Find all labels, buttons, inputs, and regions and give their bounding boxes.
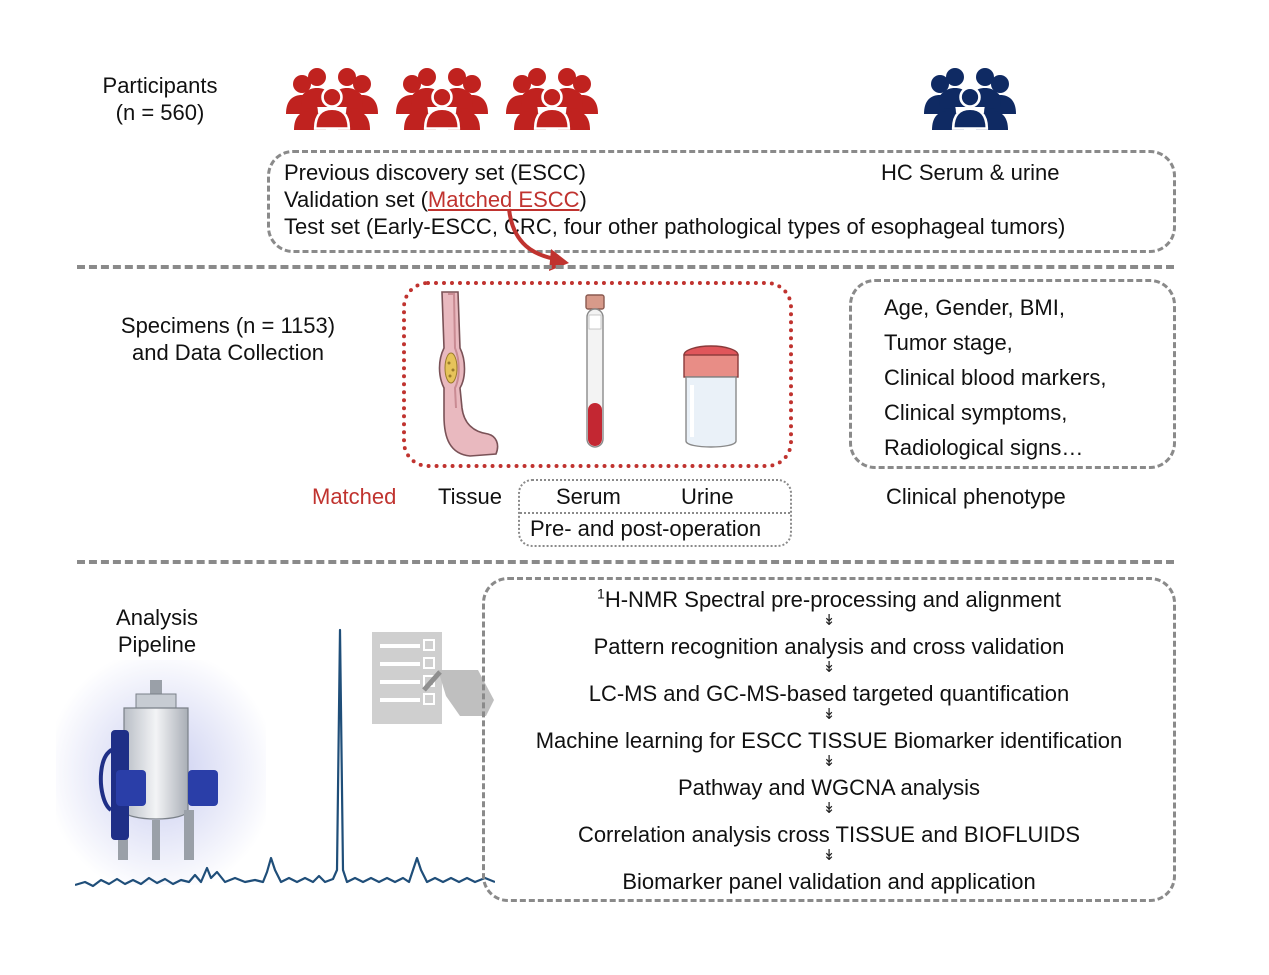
matched-escc-link[interactable]: Matched ESCC — [427, 187, 580, 212]
analysis-title-1: Analysis — [116, 605, 198, 630]
validation-suffix: ) — [579, 187, 587, 212]
nmr-spectrum-icon — [75, 628, 495, 888]
pipeline-step: Machine learning for ESCC TISSUE Biomark… — [535, 728, 1123, 753]
pipeline-arrow-icon: ↡ — [822, 612, 836, 629]
clinical-item: Tumor stage, — [884, 330, 1013, 355]
pipeline-arrow-icon: ↡ — [822, 659, 836, 676]
pipeline-step: Pathway and WGCNA analysis — [677, 775, 981, 800]
nmr-spectrometer-icon — [56, 660, 266, 885]
pipeline-arrow-icon: ↡ — [822, 800, 836, 817]
sets-box — [267, 150, 1176, 253]
control-group-icon — [924, 68, 1016, 130]
case-group-icon-2 — [396, 68, 488, 130]
urine-container-icon — [683, 345, 739, 448]
case-group-icon-1 — [286, 68, 378, 130]
pipeline-arrow-icon: ↡ — [822, 847, 836, 864]
matched-arrow-icon — [507, 208, 569, 271]
clinical-item: Clinical symptoms, — [884, 400, 1068, 425]
clinical-items: Age, Gender, BMI, Tumor stage, Clinical … — [884, 290, 1107, 465]
pipeline-step: Pattern recognition analysis and cross v… — [593, 634, 1065, 659]
case-group-icon-3 — [506, 68, 598, 130]
pipeline-step: Biomarker panel validation and applicati… — [622, 869, 1036, 894]
pipeline-box — [482, 577, 1176, 902]
checklist-icon — [372, 632, 494, 724]
participants-icons — [282, 62, 1032, 142]
pipeline-step-sup: 1 — [597, 585, 605, 602]
tissue-label: Tissue — [438, 484, 502, 509]
blood-tube-icon — [585, 294, 605, 448]
esophagus-tissue-icon — [438, 291, 499, 457]
test-set: Test set (Early-ESCC, CRC, four other pa… — [284, 214, 1066, 239]
pipeline-step: 1H-NMR Spectral pre-processing and align… — [597, 585, 1061, 612]
clinical-item: Clinical blood markers, — [884, 365, 1107, 390]
hc-set: HC Serum & urine — [881, 160, 1060, 185]
specimens-title-1: Specimens (n = 1153) — [120, 313, 336, 338]
pipeline-step: Correlation analysis cross TISSUE and BI… — [577, 822, 1081, 847]
validation-set: Validation set (Matched ESCC) — [284, 186, 587, 213]
matched-specimen-box — [402, 281, 793, 468]
participants-title: Participants — [102, 73, 218, 98]
section-divider-2 — [77, 560, 1174, 564]
participants-label: Participants (n = 560) — [80, 72, 240, 126]
biofluid-box — [518, 479, 792, 547]
matched-label: Matched — [312, 484, 397, 509]
clinical-item: Age, Gender, BMI, — [884, 295, 1065, 320]
clinical-item: Radiological signs… — [884, 435, 1084, 460]
pipeline-arrow-icon: ↡ — [822, 753, 836, 770]
validation-prefix: Validation set ( — [284, 187, 428, 212]
specimens-title-2: and Data Collection — [131, 340, 324, 365]
section-divider-1 — [77, 265, 1174, 269]
pipeline-steps: 1H-NMR Spectral pre-processing and align… — [484, 586, 1174, 895]
clinical-phenotype-label: Clinical phenotype — [886, 484, 1066, 509]
pipeline-step: LC-MS and GC-MS-based targeted quantific… — [588, 681, 1070, 706]
urine-label: Urine — [681, 484, 734, 509]
analysis-label: Analysis Pipeline — [92, 604, 222, 658]
participants-count: (n = 560) — [115, 100, 205, 125]
discovery-set: Previous discovery set (ESCC) — [284, 160, 586, 185]
analysis-title-2: Pipeline — [117, 632, 197, 657]
pre-post-label: Pre- and post-operation — [530, 516, 762, 541]
clinical-box — [849, 279, 1176, 469]
biofluid-box-divider — [520, 512, 790, 514]
specimens-label: Specimens (n = 1153) and Data Collection — [100, 312, 356, 366]
serum-label: Serum — [556, 484, 621, 509]
pipeline-arrow-icon: ↡ — [822, 706, 836, 723]
